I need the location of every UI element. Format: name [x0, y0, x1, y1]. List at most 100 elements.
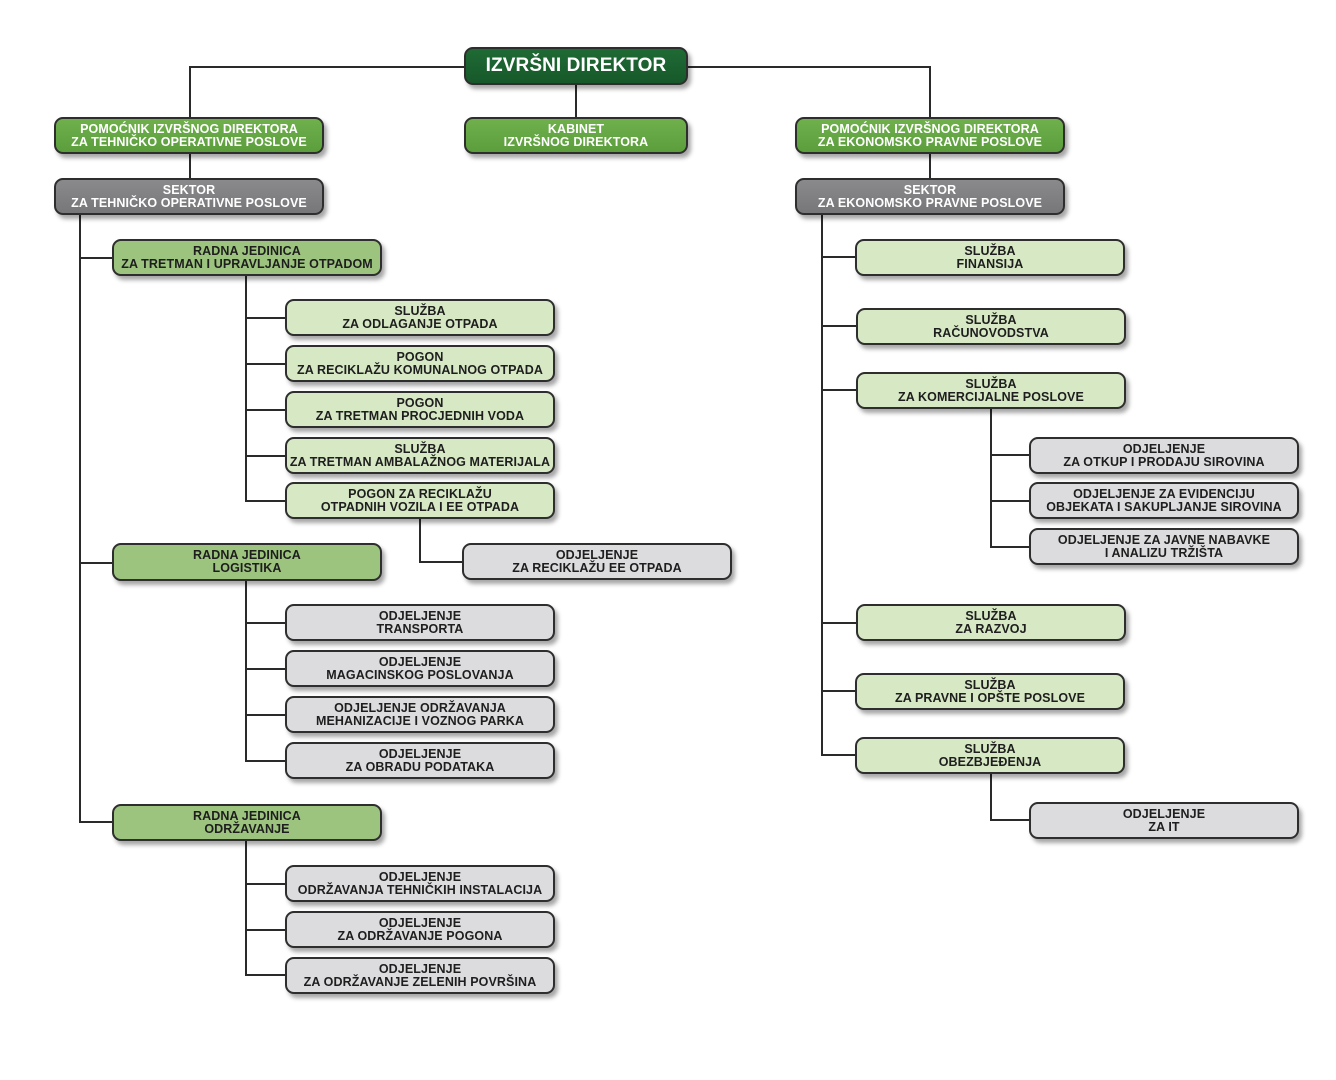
- node-label: IZVRŠNI DIREKTOR: [485, 55, 667, 76]
- node-label: ODJELJENJE: [555, 547, 639, 562]
- node-label: ZA TRETMAN PROCJEDNIH VODA: [315, 408, 525, 423]
- connector: [245, 500, 286, 502]
- node-label: ODJELJENJE: [378, 608, 462, 623]
- connector: [821, 622, 857, 624]
- node-label: SLUŽBA: [394, 303, 446, 318]
- node-label: ODRŽAVANJE: [204, 821, 290, 836]
- node-label: TRANSPORTA: [376, 621, 464, 636]
- connector: [245, 668, 286, 670]
- node-label: SLUŽBA: [964, 677, 1016, 692]
- node-executive-director[interactable]: IZVRŠNI DIREKTOR: [464, 47, 688, 85]
- connector: [821, 256, 856, 258]
- node-label: OTPADNIH VOZILA I EE OTPADA: [320, 499, 520, 514]
- node-label: SEKTOR: [162, 182, 216, 197]
- node-label: KABINET: [547, 121, 605, 136]
- connector: [821, 325, 857, 327]
- node-label: SLUŽBA: [964, 243, 1016, 258]
- connector: [419, 561, 463, 563]
- node-label: RAČUNOVODSTVA: [933, 325, 1049, 340]
- node-label: ODJELJENJE ODRŽAVANJA: [334, 700, 506, 715]
- node-label: ZA TRETMAN I UPRAVLJANJE OTPADOM: [121, 256, 373, 271]
- node-label: ZA TEHNIČKO OPERATIVNE POSLOVE: [71, 195, 307, 210]
- node-label: ODJELJENJE: [378, 961, 462, 976]
- connector: [245, 883, 286, 885]
- node-label: ODRŽAVANJA TEHNIČKIH INSTALACIJA: [297, 882, 543, 897]
- node-label: MEHANIZACIJE I VOZNOG PARKA: [315, 713, 525, 728]
- node-label: MAGACINSKOG POSLOVANJA: [326, 667, 514, 682]
- connector: [79, 821, 113, 823]
- connector: [245, 622, 286, 624]
- connector: [79, 562, 113, 564]
- connector: [419, 518, 421, 563]
- node-label: ZA OBRADU PODATAKA: [345, 759, 495, 774]
- node-label: ZA PRAVNE I OPŠTE POSLOVE: [894, 690, 1086, 705]
- node-label: ODJELJENJE: [378, 869, 462, 884]
- node-label: RADNA JEDINICA: [193, 243, 301, 258]
- connector: [79, 214, 81, 823]
- node-label: POGON: [396, 349, 444, 364]
- connector: [990, 454, 1030, 456]
- node-label: POMOĆNIK IZVRŠNOG DIREKTORA: [821, 121, 1039, 136]
- node-label: ZA EKONOMSKO PRAVNE POSLOVE: [817, 195, 1043, 210]
- connector: [821, 754, 856, 756]
- node-label: ZA ODRŽAVANJE ZELENIH POVRŠINA: [303, 974, 537, 989]
- node-label: ZA IT: [1148, 819, 1180, 834]
- node-label: ODJELJENJE: [378, 915, 462, 930]
- node-label: ZA RECIKLAŽU EE OTPADA: [512, 560, 682, 575]
- node-label: SLUŽBA: [964, 741, 1016, 756]
- connector: [245, 840, 247, 976]
- connector: [990, 773, 992, 821]
- connector: [245, 363, 286, 365]
- connector: [189, 66, 191, 118]
- node-label: ZA RECIKLAŽU KOMUNALNOG OTPADA: [296, 362, 544, 377]
- connector: [990, 500, 1030, 502]
- connector: [245, 275, 247, 501]
- connector: [929, 66, 931, 118]
- connector: [821, 690, 856, 692]
- connector: [245, 929, 286, 931]
- connector: [245, 760, 286, 762]
- node-label: ZA EKONOMSKO PRAVNE POSLOVE: [817, 134, 1043, 149]
- node-label: LOGISTIKA: [212, 561, 282, 575]
- connector: [189, 153, 191, 179]
- node-label: SLUŽBA: [965, 312, 1017, 327]
- node-label: ODJELJENJE: [378, 654, 462, 669]
- node-label: ZA ODLAGANJE OTPADA: [342, 316, 498, 331]
- node-label: ODJELJENJE ZA EVIDENCIJU: [1073, 486, 1255, 501]
- connector: [245, 714, 286, 716]
- connector: [821, 389, 857, 391]
- node-label: ODJELJENJE ZA JAVNE NABAVKE: [1057, 532, 1271, 547]
